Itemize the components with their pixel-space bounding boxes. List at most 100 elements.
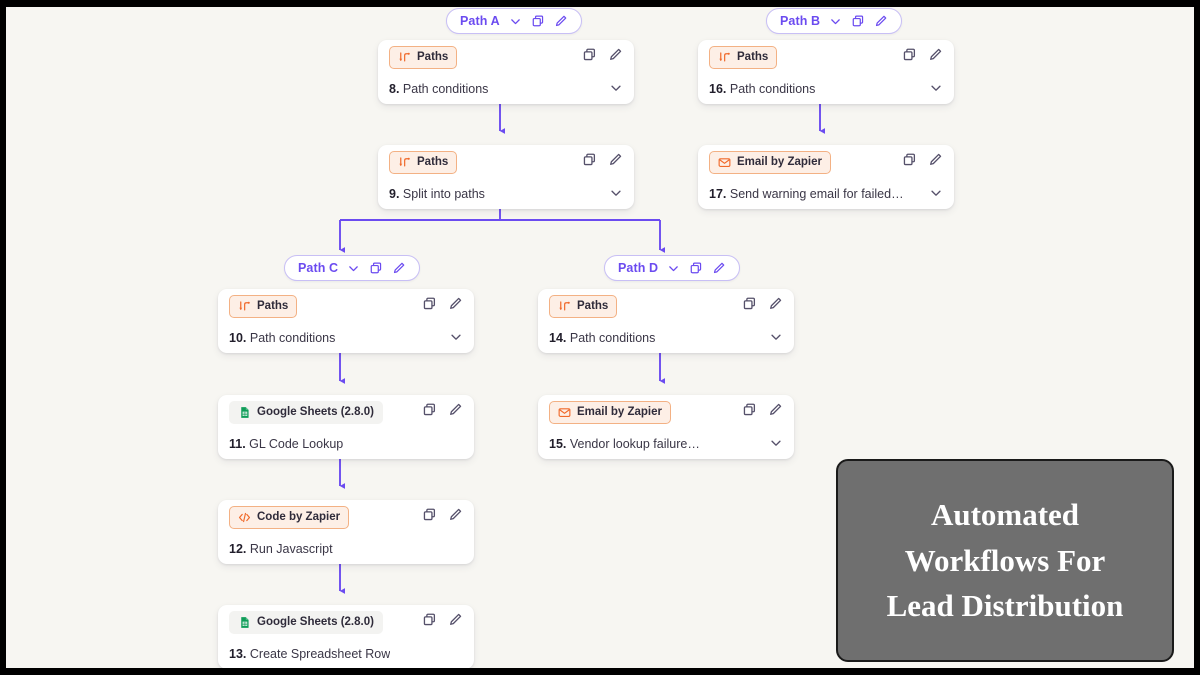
duplicate-icon[interactable] — [582, 152, 597, 172]
node-card-actions — [742, 402, 783, 422]
chevron-down-icon[interactable] — [929, 186, 943, 203]
node-title: Create Spreadsheet Row — [249, 647, 391, 661]
node-card-header: Paths — [378, 40, 634, 74]
node-title-row: 12. Run Javascript — [229, 542, 333, 556]
duplicate-icon[interactable] — [902, 152, 917, 172]
chevron-down-icon[interactable] — [929, 81, 943, 98]
node-title: Run Javascript — [249, 542, 333, 556]
pencil-icon[interactable] — [448, 402, 463, 422]
app-badge-label: Code by Zapier — [257, 511, 341, 523]
duplicate-icon[interactable] — [851, 14, 865, 28]
node-card-body: 9. Split into paths — [378, 179, 634, 209]
node-card-body: 8. Path conditions — [378, 74, 634, 104]
email-icon — [558, 406, 571, 419]
paths-icon — [238, 300, 251, 313]
pencil-icon[interactable] — [768, 402, 783, 422]
chevron-down-icon[interactable] — [609, 186, 623, 203]
node-title-row: 10. Path conditions — [229, 331, 335, 345]
node-step-number: 15. — [549, 437, 567, 451]
node-title-row: 9. Split into paths — [389, 187, 485, 201]
workflow-node-card[interactable]: Email by Zapier 17. Send warning email fo… — [698, 145, 954, 209]
path-pill-path-a[interactable]: Path A — [446, 8, 582, 34]
node-step-number: 14. — [549, 331, 567, 345]
app-badge: Paths — [549, 294, 618, 318]
app-badge: Paths — [229, 294, 298, 318]
workflow-node-card[interactable]: Google Sheets (2.8.0) 11. GL Code Lookup — [218, 395, 474, 459]
pencil-icon[interactable] — [448, 612, 463, 632]
node-step-number: 9. — [389, 187, 400, 201]
workflow-node-card[interactable]: Google Sheets (2.8.0) 13. Create Spreadsh… — [218, 605, 474, 668]
path-pill-path-d[interactable]: Path D — [604, 255, 741, 281]
chevron-down-icon[interactable] — [347, 262, 360, 275]
pencil-icon[interactable] — [608, 47, 623, 67]
node-card-header: Paths — [538, 289, 794, 323]
connector-lines — [339, 99, 826, 594]
path-pill-path-b[interactable]: Path B — [766, 8, 903, 34]
pencil-icon[interactable] — [554, 14, 568, 28]
app-badge: Google Sheets (2.8.0) — [229, 400, 383, 424]
pencil-icon[interactable] — [712, 261, 726, 275]
chevron-down-icon[interactable] — [509, 15, 522, 28]
app-badge: Email by Zapier — [709, 150, 832, 174]
duplicate-icon[interactable] — [422, 612, 437, 632]
duplicate-icon[interactable] — [422, 296, 437, 316]
pencil-icon[interactable] — [392, 261, 406, 275]
chevron-down-icon[interactable] — [769, 436, 783, 453]
node-card-body: 11. GL Code Lookup — [218, 429, 474, 459]
pencil-icon[interactable] — [928, 152, 943, 172]
chevron-down-icon[interactable] — [769, 330, 783, 347]
app-badge: Paths — [389, 150, 458, 174]
pencil-icon[interactable] — [608, 152, 623, 172]
duplicate-icon[interactable] — [742, 402, 757, 422]
email-icon — [718, 156, 731, 169]
duplicate-icon[interactable] — [369, 261, 383, 275]
duplicate-icon[interactable] — [689, 261, 703, 275]
chevron-down-icon[interactable] — [449, 330, 463, 347]
node-title: GL Code Lookup — [249, 437, 344, 451]
duplicate-icon[interactable] — [902, 47, 917, 67]
workflow-node-card[interactable]: Paths 10. Path conditions — [218, 289, 474, 353]
node-card-body: 14. Path conditions — [538, 323, 794, 353]
code-icon — [238, 511, 251, 524]
node-step-number: 17. — [709, 187, 727, 201]
pencil-icon[interactable] — [874, 14, 888, 28]
duplicate-icon[interactable] — [582, 47, 597, 67]
pencil-icon[interactable] — [768, 296, 783, 316]
chevron-down-icon[interactable] — [667, 262, 680, 275]
pencil-icon[interactable] — [928, 47, 943, 67]
node-card-actions — [902, 152, 943, 172]
node-card-body: 12. Run Javascript — [218, 534, 474, 564]
node-card-body: 10. Path conditions — [218, 323, 474, 353]
node-title: Send warning email for failed… — [729, 187, 904, 201]
app-badge-label: Google Sheets (2.8.0) — [257, 616, 374, 628]
path-pill-path-c[interactable]: Path C — [284, 255, 421, 281]
workflow-node-card[interactable]: Paths 9. Split into paths — [378, 145, 634, 209]
title-plate-line: Lead Distribution — [886, 588, 1124, 624]
pencil-icon[interactable] — [448, 507, 463, 527]
path-pill-label: Path C — [298, 261, 339, 275]
duplicate-icon[interactable] — [422, 402, 437, 422]
duplicate-icon[interactable] — [742, 296, 757, 316]
app-badge-label: Google Sheets (2.8.0) — [257, 406, 374, 418]
node-card-header: Paths — [378, 145, 634, 179]
duplicate-icon[interactable] — [422, 507, 437, 527]
node-title-row: 13. Create Spreadsheet Row — [229, 647, 390, 661]
chevron-down-icon[interactable] — [829, 15, 842, 28]
node-card-actions — [422, 507, 463, 527]
node-title-row: 16. Path conditions — [709, 82, 815, 96]
path-pill-label: Path D — [618, 261, 659, 275]
pencil-icon[interactable] — [448, 296, 463, 316]
chevron-down-icon[interactable] — [609, 81, 623, 98]
node-title: Vendor lookup failure… — [569, 437, 700, 451]
node-card-body: 17. Send warning email for failed… — [698, 179, 954, 209]
node-card-body: 13. Create Spreadsheet Row — [218, 639, 474, 668]
node-card-actions — [582, 152, 623, 172]
workflow-node-card[interactable]: Paths 14. Path conditions — [538, 289, 794, 353]
duplicate-icon[interactable] — [531, 14, 545, 28]
workflow-node-card[interactable]: Code by Zapier 12. Run Javascript — [218, 500, 474, 564]
